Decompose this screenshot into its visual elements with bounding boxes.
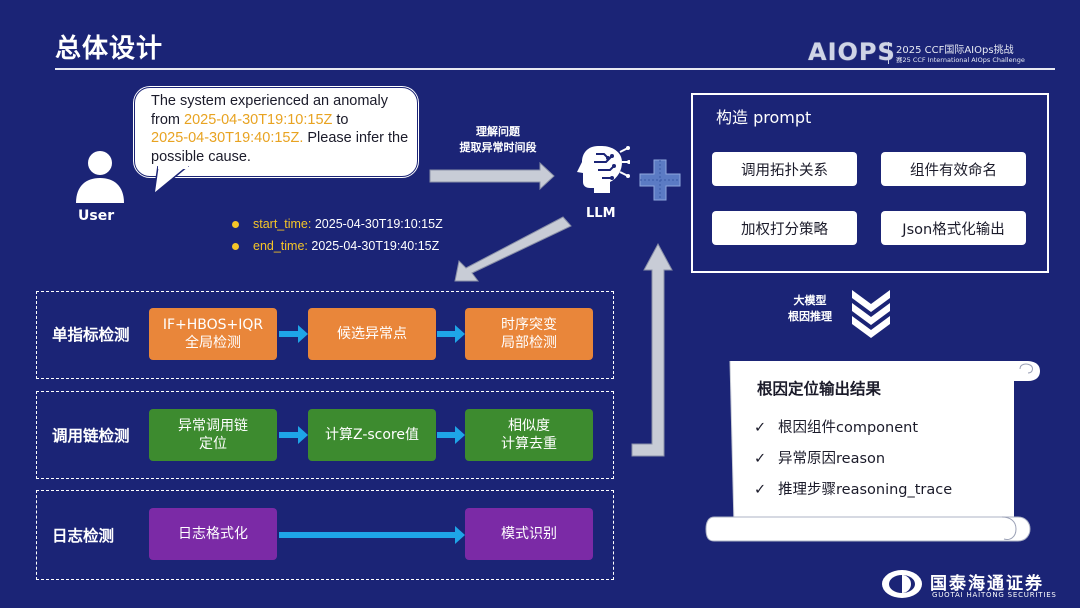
- title-divider: [55, 68, 1055, 70]
- logo-subtitle-cn: 2025 CCF国际AIOps挑战: [896, 45, 1014, 56]
- check-icon: ✓: [754, 420, 767, 436]
- logo-subtitle-en: 赛25 CCF International AIOps Challenge: [896, 56, 1025, 64]
- guotai-haitong-logo-icon: [882, 570, 922, 598]
- llm-label: LLM: [586, 206, 616, 221]
- start-time-item: start_time: 2025-04-30T19:10:15Z: [232, 213, 443, 235]
- prompt-construction-panel: [691, 93, 1049, 273]
- metric-step-local: 时序突变 局部检测: [465, 308, 593, 360]
- check-icon: ✓: [754, 482, 767, 498]
- metric-step-global: IF+HBOS+IQR 全局检测: [149, 308, 277, 360]
- chevron-down-icon: [852, 290, 890, 338]
- reasoning-label: 大模型 根因推理: [788, 294, 832, 323]
- result-item-reason: ✓异常原因reason: [754, 451, 886, 467]
- log-step-pattern: 模式识别: [465, 508, 593, 560]
- result-title: 根因定位输出结果: [757, 380, 882, 398]
- prompt-item-naming: 组件有效命名: [881, 152, 1026, 186]
- log-detection-panel: [36, 490, 614, 580]
- page-title: 总体设计: [55, 34, 164, 64]
- row-label-log: 日志检测: [52, 527, 115, 545]
- extract-timeframe-label: 理解问题 提取异常时间段: [459, 125, 537, 154]
- anomaly-start-timestamp: 2025-04-30T19:10:15Z: [184, 111, 333, 128]
- check-icon: ✓: [754, 451, 767, 467]
- extracted-times: start_time: 2025-04-30T19:10:15Z end_tim…: [232, 213, 443, 257]
- result-item-trace: ✓推理步骤reasoning_trace: [754, 482, 953, 498]
- llm-brain-icon: [577, 146, 630, 193]
- arrow-user-to-llm: [429, 161, 555, 191]
- row-label-trace: 调用链检测: [52, 427, 130, 445]
- prompt-item-scoring: 加权打分策略: [712, 211, 857, 245]
- company-name-cn: 国泰海通证券: [930, 574, 1044, 594]
- user-label: User: [78, 208, 115, 224]
- trace-step-zscore: 计算Z-score值: [308, 409, 436, 461]
- metric-step-candidates: 候选异常点: [308, 308, 436, 360]
- aiops-logo: AIOPS: [808, 38, 896, 66]
- logo-separator: [888, 42, 889, 64]
- trace-step-dedup: 相似度 计算去重: [465, 409, 593, 461]
- metric-detection-panel: [36, 291, 614, 379]
- anomaly-end-timestamp: 2025-04-30T19:40:15Z.: [151, 130, 304, 146]
- prompt-item-topology: 调用拓扑关系: [712, 152, 857, 186]
- user-icon: [76, 151, 124, 203]
- prompt-title: 构造 prompt: [716, 108, 812, 127]
- prompt-item-json: Json格式化输出: [881, 211, 1026, 245]
- row-label-metric: 单指标检测: [52, 326, 130, 344]
- end-time-item: end_time: 2025-04-30T19:40:15Z: [232, 235, 443, 257]
- result-scroll: [705, 360, 1040, 542]
- user-message: The system experienced an anomaly from 2…: [151, 93, 409, 165]
- bubble-tail: [152, 166, 190, 196]
- company-name-en: GUOTAI HAITONG SECURITIES: [932, 591, 1057, 599]
- arrow-llm-to-detection: [454, 216, 572, 282]
- trace-step-locate: 异常调用链 定位: [149, 409, 277, 461]
- log-step-format: 日志格式化: [149, 508, 277, 560]
- result-item-component: ✓根因组件component: [754, 420, 919, 436]
- plus-icon: [639, 159, 681, 201]
- trace-detection-panel: [36, 391, 614, 479]
- speech-bubble: [134, 87, 418, 177]
- arrow-detection-to-llm: [631, 242, 673, 457]
